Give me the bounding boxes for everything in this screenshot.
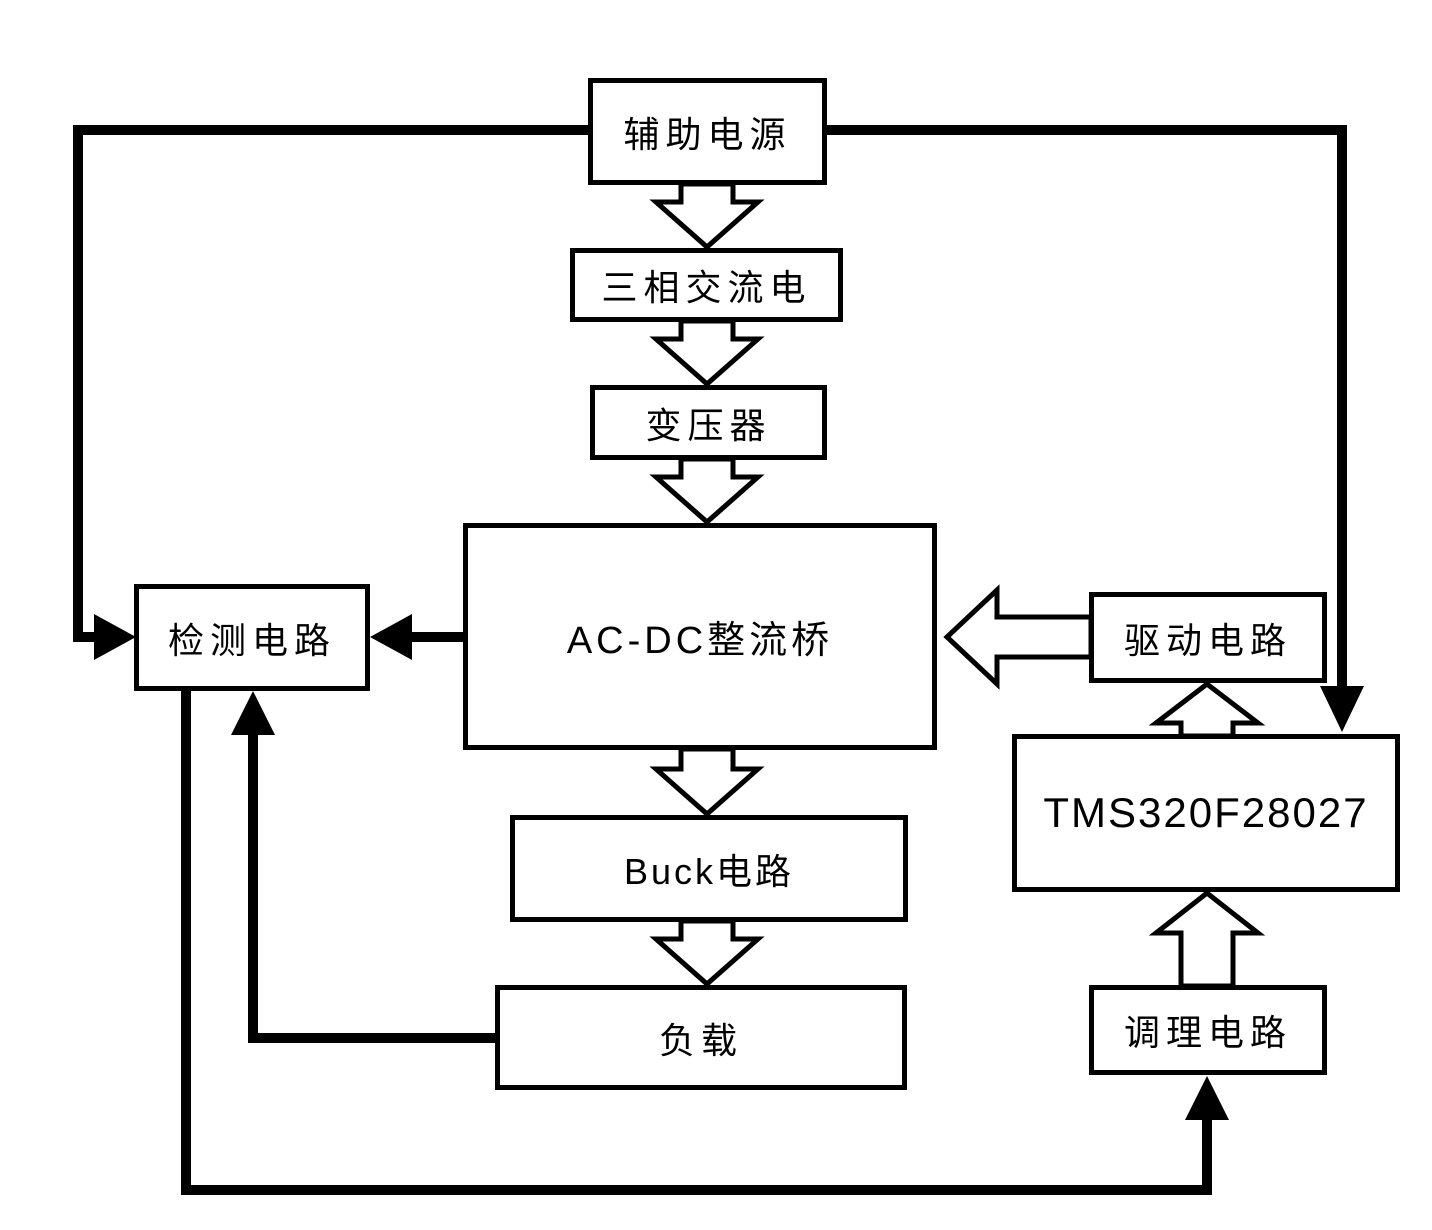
- arrow-buck-to-load: [649, 918, 765, 988]
- block-detection-circuit: 检测电路: [134, 584, 370, 691]
- connector-detection-to-conditioning: [181, 691, 1229, 1195]
- block-mcu-tms320f28027: TMS320F28027: [1012, 734, 1400, 892]
- block-acdc-rectifier: AC-DC整流桥: [463, 523, 937, 750]
- block-auxiliary-power: 辅助电源: [588, 78, 827, 185]
- block-drive-circuit: 驱动电路: [1089, 592, 1327, 683]
- arrow-drive-to-acdc: [943, 584, 1094, 690]
- arrow-conditioning-to-mcu: [1148, 889, 1266, 989]
- arrow-mcu-to-drive: [1148, 680, 1266, 739]
- arrow-aux-to-threephase: [649, 181, 765, 251]
- block-buck-circuit: Buck电路: [510, 815, 908, 922]
- block-transformer: 变压器: [590, 385, 827, 460]
- connector-acdc-to-detection: [370, 614, 463, 660]
- block-load: 负载: [495, 985, 907, 1090]
- arrow-threephase-to-transformer: [649, 318, 765, 388]
- connector-aux-to-detection: [73, 125, 588, 660]
- arrow-acdc-to-buck: [649, 746, 765, 818]
- connector-aux-to-mcu: [827, 125, 1364, 732]
- arrow-transformer-to-acdc: [649, 456, 765, 526]
- block-three-phase-ac: 三相交流电: [570, 248, 843, 322]
- block-conditioning-circuit: 调理电路: [1089, 985, 1327, 1075]
- connector-load-to-detection: [231, 691, 495, 1043]
